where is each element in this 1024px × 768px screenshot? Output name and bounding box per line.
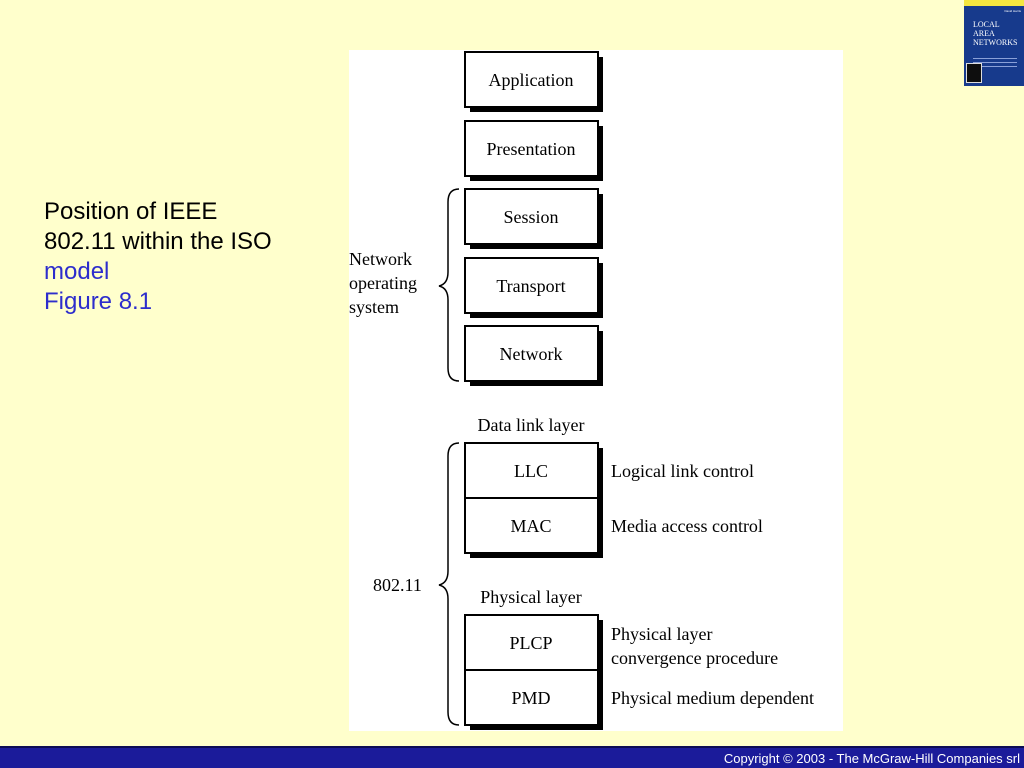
mac-label: MAC <box>510 516 551 536</box>
data-link-heading: Data link layer <box>478 415 585 435</box>
session-label: Session <box>503 207 558 227</box>
presentation-box <box>464 120 599 177</box>
pmd-description: Physical medium dependent <box>611 688 814 708</box>
figure-reference: Figure 8.1 <box>44 288 153 315</box>
footer-bar: Copyright © 2003 - The McGraw-Hill Compa… <box>0 746 1024 768</box>
nos-brace <box>438 188 460 382</box>
nos-label-line-3: system <box>349 297 399 317</box>
mac-description: Media access control <box>611 516 763 536</box>
book-cover-band <box>964 0 1024 6</box>
book-cover-thumbnail: David Harris LOCAL AREA NETWORKS <box>964 0 1024 86</box>
book-author: David Harris <box>1004 9 1021 13</box>
network-label: Network <box>500 344 563 364</box>
caption-line-3: model <box>44 258 110 285</box>
ieee-802-11-brace <box>438 442 460 726</box>
caption-line-2: 802.11 within the ISO <box>44 228 272 255</box>
session-box <box>464 188 599 245</box>
transport-label: Transport <box>496 276 565 296</box>
nos-label-line-1: Network <box>349 249 412 269</box>
application-box <box>464 51 599 108</box>
llc-label: LLC <box>514 461 548 481</box>
book-title-line-2: AREA <box>973 29 995 38</box>
publisher-logo-icon <box>966 63 982 83</box>
physical-heading: Physical layer <box>480 587 581 607</box>
nos-label-line-2: operating <box>349 273 417 293</box>
plcp-description-line-1: Physical layer <box>611 624 712 644</box>
network-box <box>464 325 599 382</box>
caption-line-1: Position of IEEE <box>44 198 218 225</box>
transport-box <box>464 257 599 314</box>
iso-model-figure: Application Presentation Session Transpo… <box>349 50 843 731</box>
book-title-line-1: LOCAL <box>973 20 1000 29</box>
pmd-label: PMD <box>511 688 550 708</box>
presentation-label: Presentation <box>487 139 576 159</box>
copyright-text: Copyright © 2003 - The McGraw-Hill Compa… <box>723 751 1020 766</box>
application-label: Application <box>489 70 574 90</box>
book-title-line-3: NETWORKS <box>973 38 1018 47</box>
plcp-label: PLCP <box>509 633 552 653</box>
plcp-description-line-2: convergence procedure <box>611 648 778 668</box>
book-title: LOCAL AREA NETWORKS <box>973 20 1017 47</box>
slide-caption: Position of IEEE 802.11 within the ISO m… <box>44 197 344 317</box>
ieee-802-11-label: 802.11 <box>373 575 422 595</box>
iso-model-diagram: Application Presentation Session Transpo… <box>349 51 814 730</box>
llc-description: Logical link control <box>611 461 754 481</box>
book-cover-lines <box>973 58 1017 70</box>
